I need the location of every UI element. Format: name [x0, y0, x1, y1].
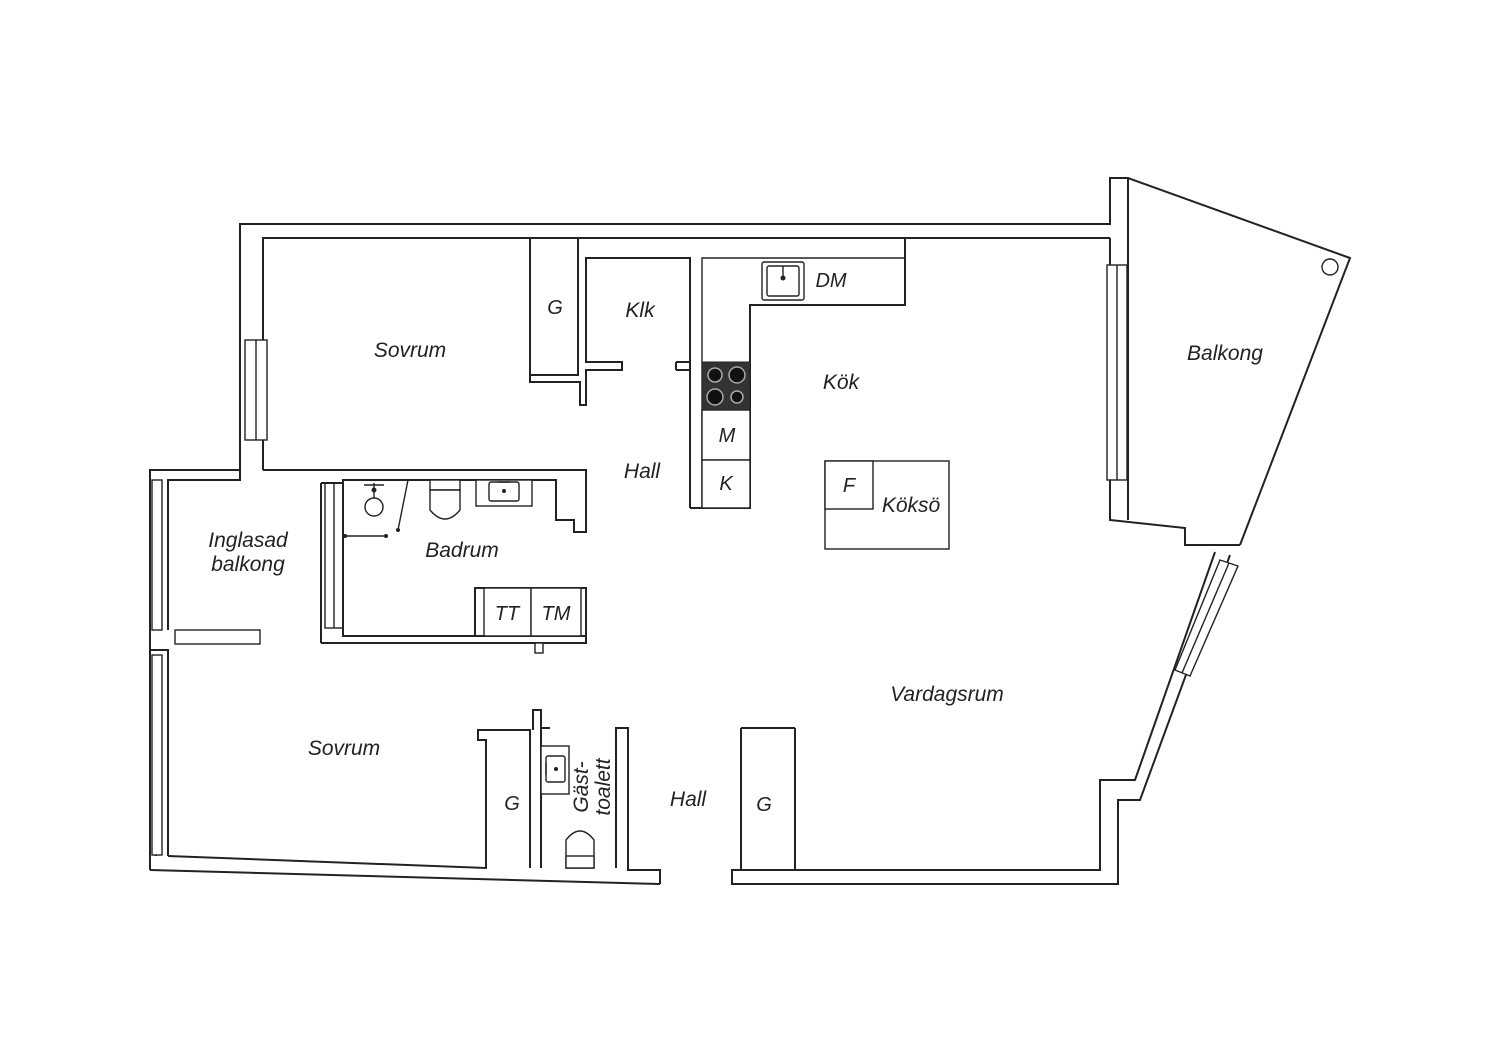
room-label-sovrum-top: Sovrum: [374, 339, 446, 362]
fixture-labels: G G G DM M K F TT TM: [495, 270, 857, 816]
washer-label: TM: [542, 603, 571, 625]
dryer-label: TT: [495, 603, 521, 625]
room-label-badrum: Badrum: [425, 539, 499, 562]
room-label-inglasad: Inglasad: [208, 529, 289, 552]
freezer-cabinet: [824, 460, 874, 510]
wardrobe-label: G: [547, 297, 563, 319]
kitchen-fixtures: [701, 261, 950, 550]
room-label-toalett: toalett: [592, 757, 615, 815]
room-label-gast: Gäst-: [570, 761, 593, 812]
wardrobe-label: G: [756, 794, 772, 816]
room-label-hall-bottom: Hall: [670, 788, 708, 811]
washer-cabinet: [530, 587, 582, 637]
shower-icon: [343, 479, 409, 538]
windows: [151, 264, 1239, 856]
wardrobe-label: G: [504, 793, 520, 815]
room-label-balkong: Balkong: [1187, 342, 1263, 365]
room-label-klk: Klk: [625, 299, 656, 322]
freezer-label: F: [843, 475, 857, 497]
room-label-sovrum-bottom: Sovrum: [308, 737, 380, 760]
dishwasher-label: DM: [815, 270, 846, 292]
room-label-vardagsrum: Vardagsrum: [890, 683, 1004, 706]
toilet-icon: [565, 830, 595, 869]
room-label-balkong-small: balkong: [211, 553, 285, 576]
washbasin-icon: [475, 479, 533, 507]
room-labels: Sovrum Klk Kök Hall Badrum Inglasad balk…: [208, 299, 1263, 816]
bathroom-fixtures: [343, 479, 595, 869]
room-label-kok: Kök: [823, 371, 861, 394]
interior-walls: [263, 237, 906, 870]
sink-icon: [761, 261, 805, 301]
room-label-hall-top: Hall: [624, 460, 662, 483]
column-icon: [1321, 258, 1339, 276]
washbasin-icon: [540, 745, 570, 795]
toilet-icon: [429, 479, 461, 520]
island-label-koksö: Köksö: [882, 494, 941, 517]
microwave-label: M: [719, 425, 736, 447]
fridge-cabinet: [701, 459, 751, 509]
fridge-label: K: [719, 473, 734, 495]
dryer-cabinet: [483, 587, 532, 637]
